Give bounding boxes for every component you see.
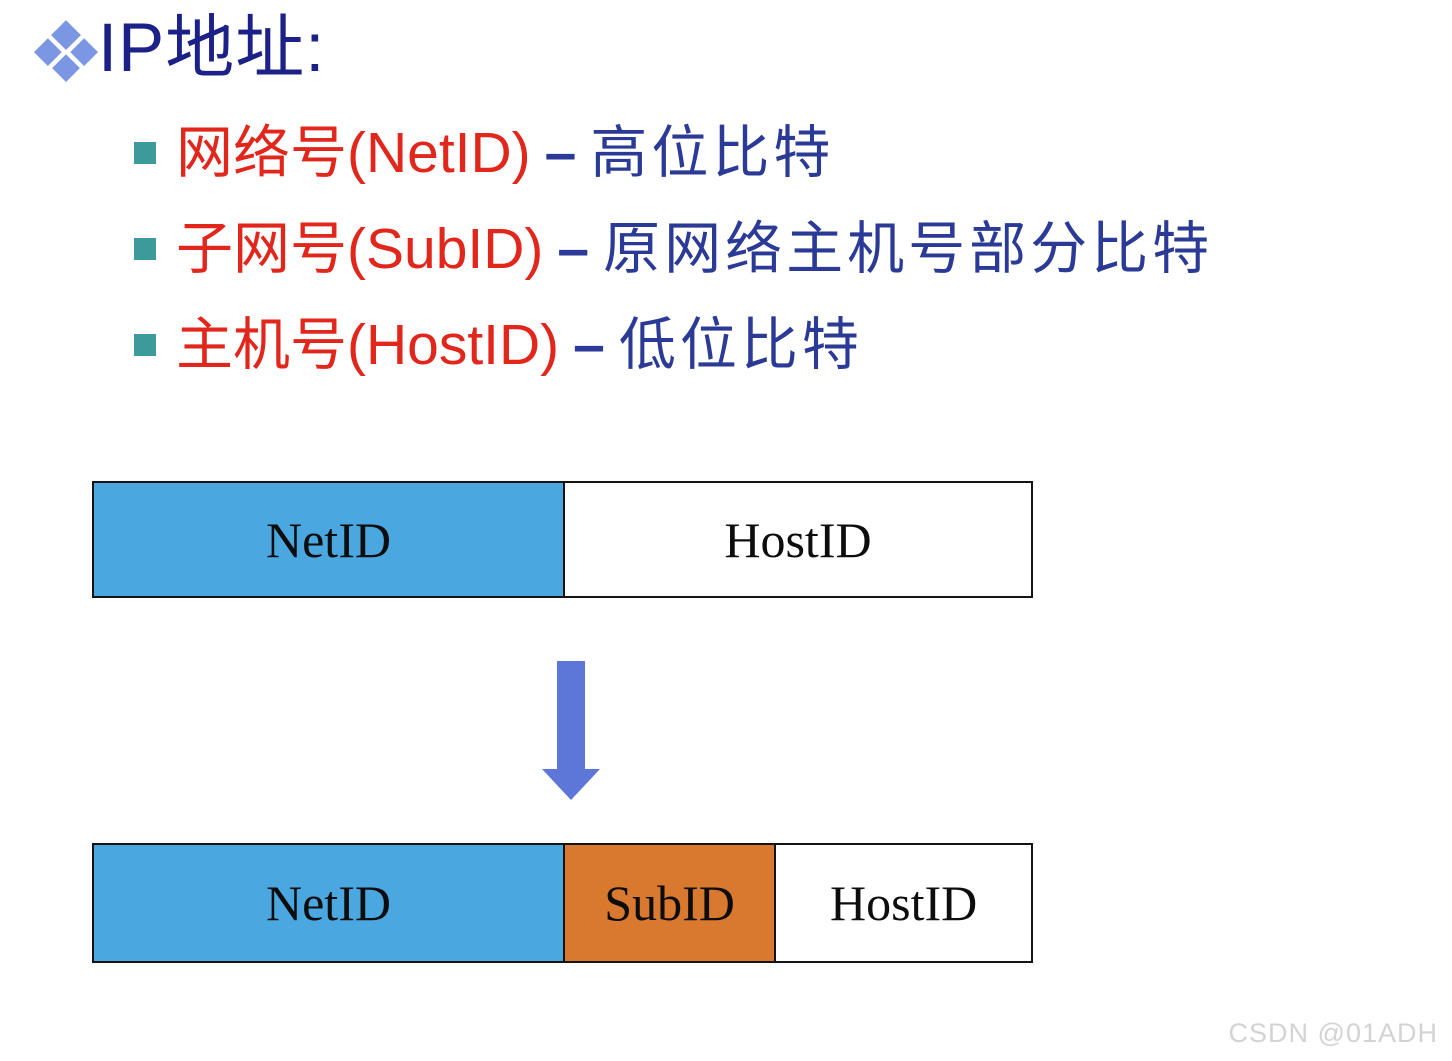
netid-segment-label: NetID — [266, 875, 391, 931]
netid-segment: NetID — [94, 845, 563, 961]
bullet-text: 子网号(SubID)–原网络主机号部分比特 — [176, 214, 1213, 285]
address-bar-after: NetID SubID HostID — [92, 843, 1033, 963]
hostid-segment-label: HostID — [830, 875, 978, 931]
dash-separator: – — [557, 217, 590, 281]
bullet-desc: 高位比特 — [590, 121, 835, 185]
dash-separator: – — [544, 121, 577, 185]
page-title-text: IP地址: — [98, 9, 326, 86]
page-title: IP地址: — [34, 10, 325, 86]
subid-segment: SubID — [562, 845, 775, 961]
dash-separator: – — [573, 313, 605, 377]
four-diamonds-icon — [34, 20, 98, 82]
netid-segment-label: NetID — [266, 511, 391, 568]
address-bar-before: NetID HostID — [92, 481, 1033, 598]
down-arrow-icon — [541, 661, 601, 801]
bullet-term: 子网号(SubID) — [176, 217, 544, 281]
bullet-item-netid: 网络号(NetID)–高位比特 — [134, 118, 834, 189]
bullet-text: 网络号(NetID)–高位比特 — [176, 118, 834, 189]
csdn-watermark: CSDN @01ADH — [1228, 1018, 1438, 1048]
bullet-term: 主机号(HostID) — [176, 313, 560, 377]
bullet-desc: 原网络主机号部分比特 — [603, 217, 1214, 281]
square-bullet-icon — [134, 142, 156, 164]
bullet-desc: 低位比特 — [618, 313, 863, 377]
bullet-term: 网络号(NetID) — [176, 121, 531, 185]
hostid-segment: HostID — [774, 845, 1031, 961]
bullet-text: 主机号(HostID)–低位比特 — [176, 310, 863, 381]
bullet-item-hostid: 主机号(HostID)–低位比特 — [134, 310, 863, 381]
bullet-item-subid: 子网号(SubID)–原网络主机号部分比特 — [134, 214, 1213, 285]
subid-segment-label: SubID — [604, 875, 735, 931]
square-bullet-icon — [134, 238, 156, 260]
netid-segment: NetID — [94, 483, 563, 596]
hostid-segment-label: HostID — [724, 511, 872, 568]
square-bullet-icon — [134, 334, 156, 356]
hostid-segment: HostID — [562, 483, 1031, 596]
